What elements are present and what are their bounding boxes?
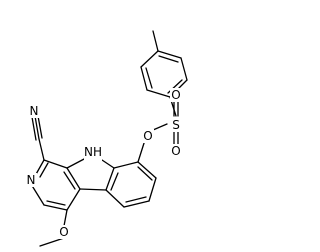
atom-o-sulfonyl-bottom: O <box>171 144 180 158</box>
bond-c3-c4-double <box>46 200 66 206</box>
chemical-structure-canvas: N N NH O S O O O <box>25 30 188 247</box>
bond-c1-n2-double <box>39 162 49 178</box>
bond-o-methyl <box>39 237 65 247</box>
bond-c3-c4 <box>43 204 68 211</box>
bond-cn-triple-3 <box>31 116 37 141</box>
bond-tol-2 <box>140 66 148 91</box>
bond-c6-c5-double <box>125 196 147 203</box>
bond-o-s <box>152 123 168 131</box>
bond-tol-4 <box>157 50 182 59</box>
bond-tol-2-double <box>145 67 153 89</box>
bond-c1-cn <box>38 138 45 161</box>
bond-c6-c5 <box>123 200 150 208</box>
atom-o-methoxy: O <box>59 225 68 239</box>
atom-s-sulfonyl: S <box>172 118 180 132</box>
bond-c4a-c9a <box>66 167 81 190</box>
atom-n-nitrile: N <box>30 104 39 118</box>
bond-c4b-c4a <box>79 188 107 191</box>
bond-cn-triple-2 <box>37 115 43 139</box>
bond-c7-c6 <box>148 177 157 202</box>
bond-c8a-c8 <box>113 161 139 169</box>
bond-c4-o-methoxy <box>63 209 68 227</box>
bond-c8-c7-double <box>137 166 153 181</box>
bond-n2-c3 <box>30 183 45 206</box>
bond-tol-5 <box>180 57 188 81</box>
atom-o-sulfonyl-top: O <box>171 88 180 102</box>
bond-c8-o <box>137 139 146 163</box>
bond-c5-c4b <box>105 189 125 208</box>
bonds <box>30 30 188 247</box>
atom-labels: N N NH O S O O O <box>25 88 182 239</box>
bond-tol-1 <box>146 89 171 98</box>
bond-cn-triple-1 <box>34 115 40 140</box>
atom-nh-indole: NH <box>84 145 102 159</box>
atom-n-pyridine: N <box>27 173 36 187</box>
bond-c8-c7 <box>137 161 157 179</box>
atom-o-ester: O <box>143 129 152 143</box>
bond-c9a-n9 <box>66 157 87 169</box>
bond-c8a-c4b <box>105 167 115 191</box>
bond-c4-c4a <box>66 188 81 211</box>
bond-c8a-c4b-inner <box>110 172 119 191</box>
molecule-diagram: N N NH O S O O O <box>25 30 188 247</box>
bond-c9a-c1 <box>43 159 68 169</box>
bond-c4a-c9a-double <box>63 171 76 190</box>
bond-tol-methyl <box>152 30 159 52</box>
bond-tol-4-double <box>158 55 179 63</box>
bond-tol-3 <box>140 50 159 68</box>
